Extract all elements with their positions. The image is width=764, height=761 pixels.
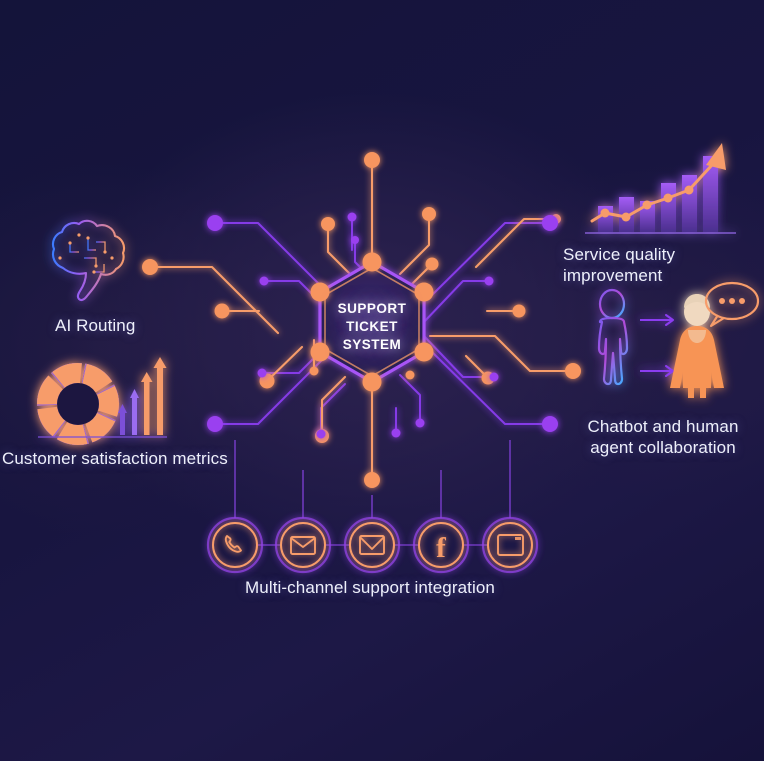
center-label-line2: TICKET (346, 318, 398, 334)
bot-and-agent-icon (597, 281, 760, 398)
channel-facebook-icon[interactable]: f (412, 516, 470, 574)
center-label-line1: SUPPORT (337, 301, 407, 316)
channel-envelope-open-icon[interactable] (343, 516, 401, 574)
brain-circuit-icon (51, 219, 126, 302)
channel-phone-icon[interactable] (206, 516, 264, 574)
center-label-line3: SYSTEM (342, 336, 402, 352)
speech-bubble-icon (704, 281, 760, 328)
collaboration-arrows (640, 314, 674, 377)
purple-nodes (207, 212, 558, 439)
agent-figure (670, 294, 724, 398)
donut-chart-growth-arrows-icon (37, 357, 167, 445)
channel-browser-window-icon[interactable] (481, 516, 539, 574)
channel-envelope-icon[interactable] (274, 516, 332, 574)
center-node-label: SUPPORT TICKET SYSTEM (322, 300, 422, 353)
channel-icons[interactable]: f (206, 516, 539, 574)
bars (598, 156, 718, 232)
trend-points (600, 185, 694, 222)
hex-vertex-nodes (310, 252, 434, 392)
bot-figure (597, 288, 629, 386)
bar-chart-uptrend-icon (585, 143, 736, 234)
growth-arrows (118, 357, 167, 435)
facebook-glyph: f (436, 532, 446, 564)
